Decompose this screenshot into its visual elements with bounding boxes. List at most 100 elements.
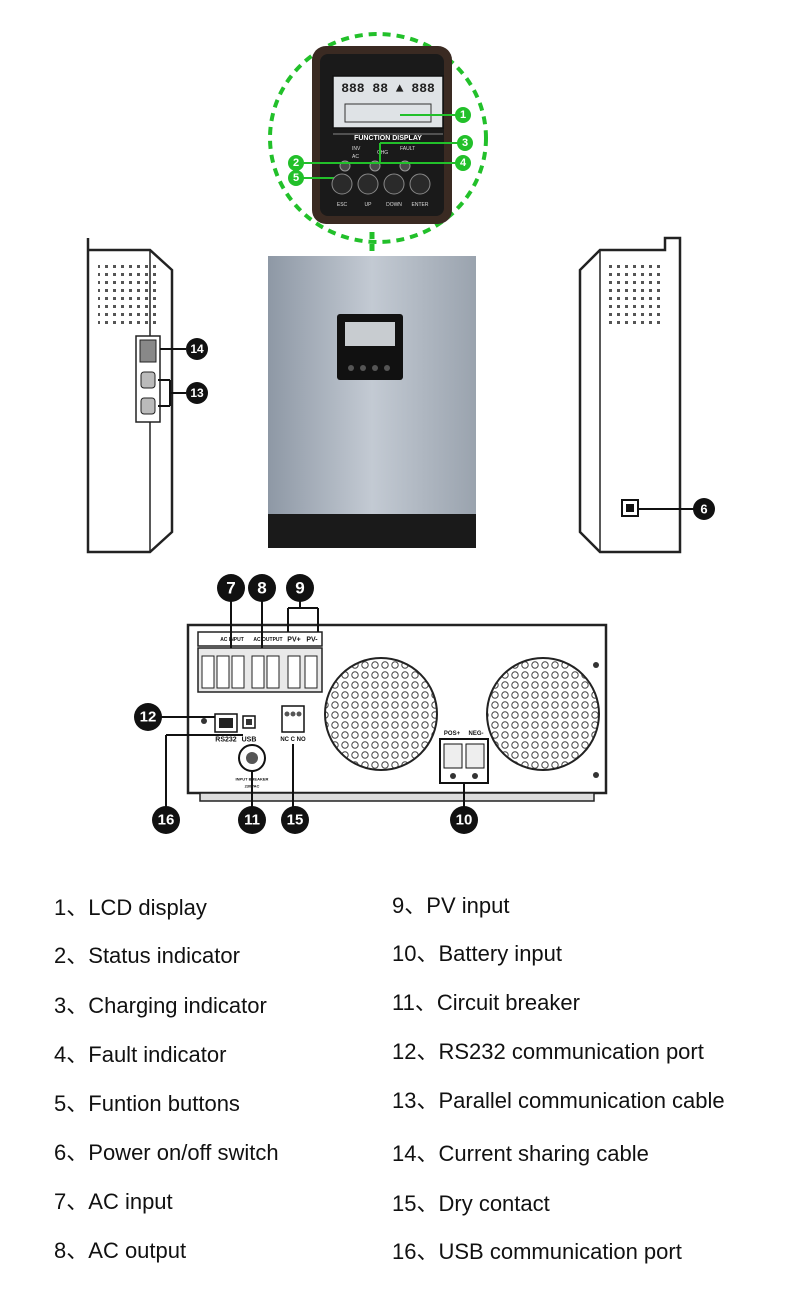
- fan-left: [324, 657, 438, 771]
- neg-label: NEG-: [469, 731, 484, 737]
- front-body: [268, 256, 476, 514]
- legend-label: Fault indicator: [88, 1042, 227, 1067]
- callout-12-marker: [134, 703, 162, 731]
- legend-num: 4: [54, 1042, 67, 1067]
- esc-label: ESC: [337, 202, 348, 208]
- parallel-port-2: [140, 397, 156, 415]
- callout-4-text: 4: [460, 157, 467, 169]
- legend-num: 16: [392, 1239, 417, 1264]
- ac-output-label: AC OUTPUT: [253, 637, 282, 643]
- callout-5-marker: [288, 170, 304, 186]
- rear-panel: AC INPUT AC OUTPUT PV+ PV- RS232 USB INP…: [186, 623, 608, 802]
- legend-num: 15: [392, 1191, 417, 1216]
- legend-item-5: 5、Funtion buttons: [54, 1091, 240, 1116]
- callout-11-marker: [238, 806, 266, 834]
- callout-13-text: 13: [190, 386, 204, 400]
- terminal-1: [201, 655, 215, 689]
- legend-label: RS232 communication port: [438, 1039, 704, 1064]
- legend-num: 11: [392, 990, 415, 1015]
- down-label: DOWN: [386, 202, 402, 208]
- pos-label: POS+: [444, 731, 461, 737]
- enter-label: ENTER: [412, 202, 429, 208]
- terminal-2: [216, 655, 230, 689]
- legend-num: 9: [392, 893, 405, 918]
- callout-8-text: 8: [257, 579, 266, 598]
- callout-1-text: 1: [460, 109, 466, 121]
- rs232-port-inner: [219, 718, 233, 728]
- legend-label: USB communication port: [438, 1239, 682, 1264]
- usb-label: USB: [242, 737, 257, 744]
- legend-item-7: 7、AC input: [54, 1189, 173, 1214]
- legend-num: 6: [54, 1140, 67, 1165]
- legend-item-14: 14、Current sharing cable: [392, 1141, 649, 1166]
- fault-label: FAULT: [400, 146, 415, 152]
- legend-item-12: 12、RS232 communication port: [392, 1039, 704, 1064]
- lcd-screen: [332, 75, 444, 129]
- usb-port-inner: [246, 719, 252, 725]
- legend-label: Power on/off switch: [88, 1140, 279, 1165]
- legend-num: 5: [54, 1091, 67, 1116]
- legend-label: Charging indicator: [88, 993, 267, 1018]
- legend-label: AC output: [88, 1238, 187, 1263]
- terminal-5: [266, 655, 280, 689]
- battery-pos-screw: [450, 773, 456, 779]
- ac-label: AC: [352, 154, 359, 160]
- parallel-port-1: [140, 371, 156, 389]
- legend-num: 1: [54, 895, 67, 920]
- legend-num: 2: [54, 943, 67, 968]
- legend-item-4: 4、Fault indicator: [54, 1042, 227, 1067]
- right-side-unit: 6: [578, 236, 715, 554]
- legend-label: Status indicator: [88, 943, 240, 968]
- screw-rear-2: [593, 662, 599, 668]
- callout-15-marker: [281, 806, 309, 834]
- battery-pos-terminal: [443, 743, 463, 769]
- callout-1-marker: [455, 107, 471, 123]
- legend-label: Circuit breaker: [436, 990, 580, 1015]
- circuit-breaker-inner: [246, 752, 258, 764]
- esc-button[interactable]: [331, 173, 353, 195]
- front-btn-4: [384, 365, 390, 371]
- callout-14-text: 14: [190, 342, 204, 356]
- callout-8-marker: [248, 574, 276, 602]
- down-button[interactable]: [383, 173, 405, 195]
- rear-callouts: 7 8 9 12 16 11 15 10: [134, 574, 478, 834]
- callout-7-text: 7: [226, 579, 235, 598]
- rs232-label: RS232: [215, 737, 237, 744]
- rear-base: [199, 792, 595, 802]
- pv-plus-label: PV+: [287, 637, 300, 644]
- front-lcd-screen: [345, 322, 395, 346]
- callout-9-text: 9: [295, 579, 304, 598]
- legend-item-3: 3、Charging indicator: [54, 993, 267, 1018]
- legend-num: 14: [392, 1141, 417, 1166]
- callout-10-text: 10: [456, 812, 473, 829]
- lcd-icon-area: [344, 103, 432, 123]
- legend-num: 7: [54, 1189, 67, 1214]
- legend-item-6: 6、Power on/off switch: [54, 1140, 279, 1165]
- callout-5-text: 5: [293, 172, 299, 184]
- legend-label: Current sharing cable: [438, 1141, 649, 1166]
- callout-10-marker: [450, 806, 478, 834]
- current-sharing-port: [139, 339, 157, 363]
- lcd-zoom-group: 888 88 ▲ 888 FUNCTION DISPLAY INV AC CHG…: [268, 32, 488, 322]
- legend-label: Battery input: [438, 941, 563, 966]
- dry-contact-2: [290, 711, 296, 717]
- callout-14-marker: [186, 338, 208, 360]
- callout-12-text: 12: [140, 709, 157, 726]
- fan-right: [486, 657, 600, 771]
- callout-15-text: 15: [287, 812, 304, 829]
- enter-button[interactable]: [409, 173, 431, 195]
- legend-label: Parallel communication cable: [438, 1088, 725, 1113]
- callout-4-marker: [455, 155, 471, 171]
- terminal-3: [231, 655, 245, 689]
- callout-11-text: 11: [244, 812, 260, 829]
- pv-minus-label: PV-: [306, 637, 318, 644]
- dry-contact-block: [281, 705, 305, 733]
- legend-item-2: 2、Status indicator: [54, 943, 240, 968]
- legend-label: LCD display: [88, 895, 207, 920]
- legend-item-9: 9、PV input: [392, 893, 510, 918]
- front-btn-2: [360, 365, 366, 371]
- callout-16-marker: [152, 806, 180, 834]
- dry-contact-label: NC C NO: [280, 737, 306, 743]
- up-button[interactable]: [357, 173, 379, 195]
- legend-item-10: 10、Battery input: [392, 941, 563, 966]
